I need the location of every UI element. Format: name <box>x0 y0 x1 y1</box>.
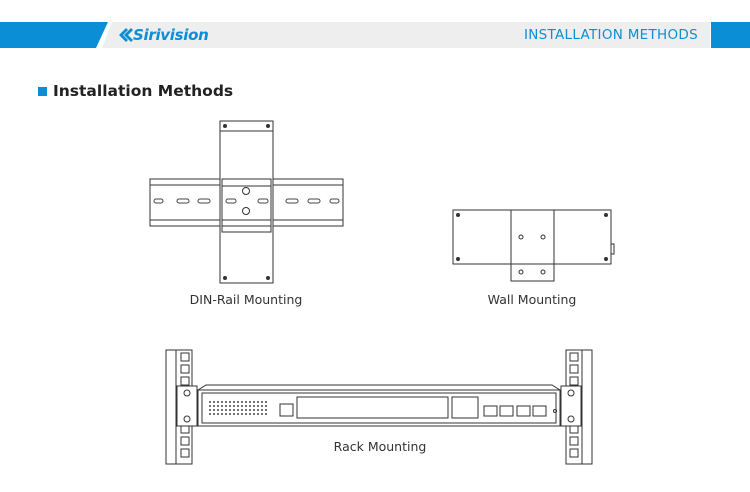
section-bullet-icon <box>38 86 47 96</box>
header-title-band <box>190 22 710 48</box>
section-title: Installation Methods <box>53 82 234 100</box>
header-right-accent <box>711 22 750 48</box>
header-left-accent <box>0 22 108 48</box>
rack-caption: Rack Mounting <box>333 439 427 454</box>
section-heading: Installation Methods <box>38 82 233 100</box>
header-bar: Sirivision INSTALLATION METHODS <box>0 0 750 48</box>
brand-logo-text: Sirivision <box>133 26 209 44</box>
header-band-graphic <box>0 22 750 48</box>
din-rail-caption: DIN-Rail Mounting <box>189 292 303 307</box>
wall-caption: Wall Mounting <box>487 292 577 307</box>
header-title: INSTALLATION METHODS <box>523 27 698 43</box>
logo-icon <box>119 28 133 42</box>
